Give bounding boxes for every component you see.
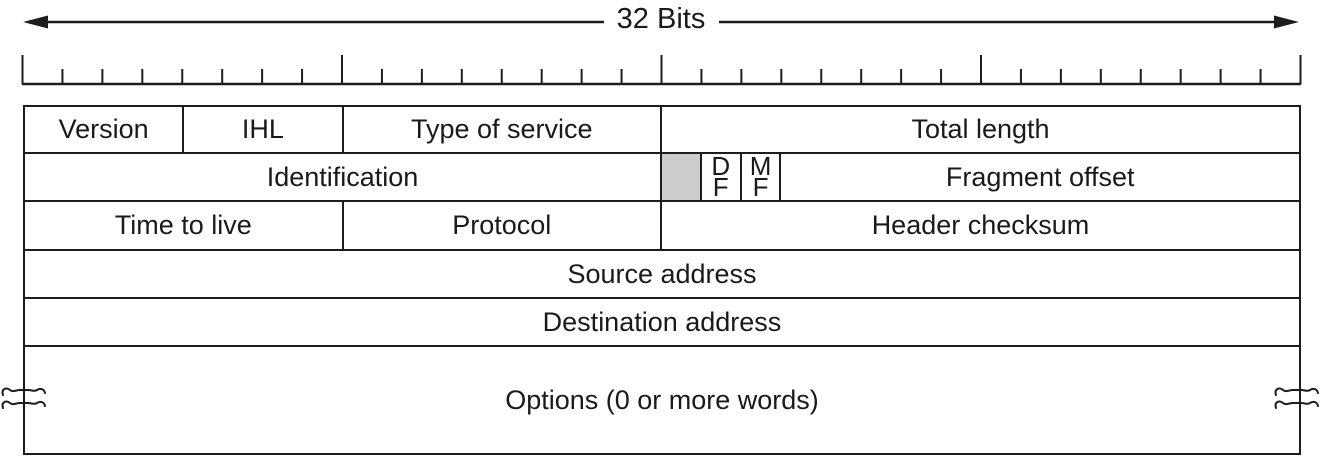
field-cell-fragment-offset: Fragment offset [781, 154, 1299, 202]
bit-ruler [21, 55, 1302, 86]
field-cell-time-to-live: Time to live [25, 202, 344, 251]
arrowhead-left-icon [23, 15, 48, 29]
arrowhead-right-icon [1274, 15, 1299, 29]
field-cell-options: Options (0 or more words) [505, 384, 819, 415]
field-cell-ihl: IHL [184, 107, 344, 154]
field-cell-destination-address: Destination address [25, 299, 1299, 347]
field-cell-df-flag: D F [701, 154, 742, 202]
field-cell-mf-flag: M F [741, 154, 782, 202]
break-squiggle-right-icon [1274, 387, 1319, 409]
bits-arrow-label: 32 Bits [616, 3, 706, 35]
field-cell-total-length: Total length [662, 107, 1299, 154]
field-cell-source-address: Source address [25, 251, 1299, 299]
bits-width-arrow [23, 15, 1299, 29]
field-cell-reserved-bit [662, 154, 702, 202]
field-cell-version: Version [25, 107, 185, 154]
field-cell-identification: Identification [25, 154, 662, 202]
field-cell-header-checksum: Header checksum [662, 202, 1299, 251]
field-cell-protocol: Protocol [343, 202, 662, 251]
field-cell-type-of-service: Type of service [343, 107, 662, 154]
break-squiggle-left-icon [1, 387, 46, 409]
